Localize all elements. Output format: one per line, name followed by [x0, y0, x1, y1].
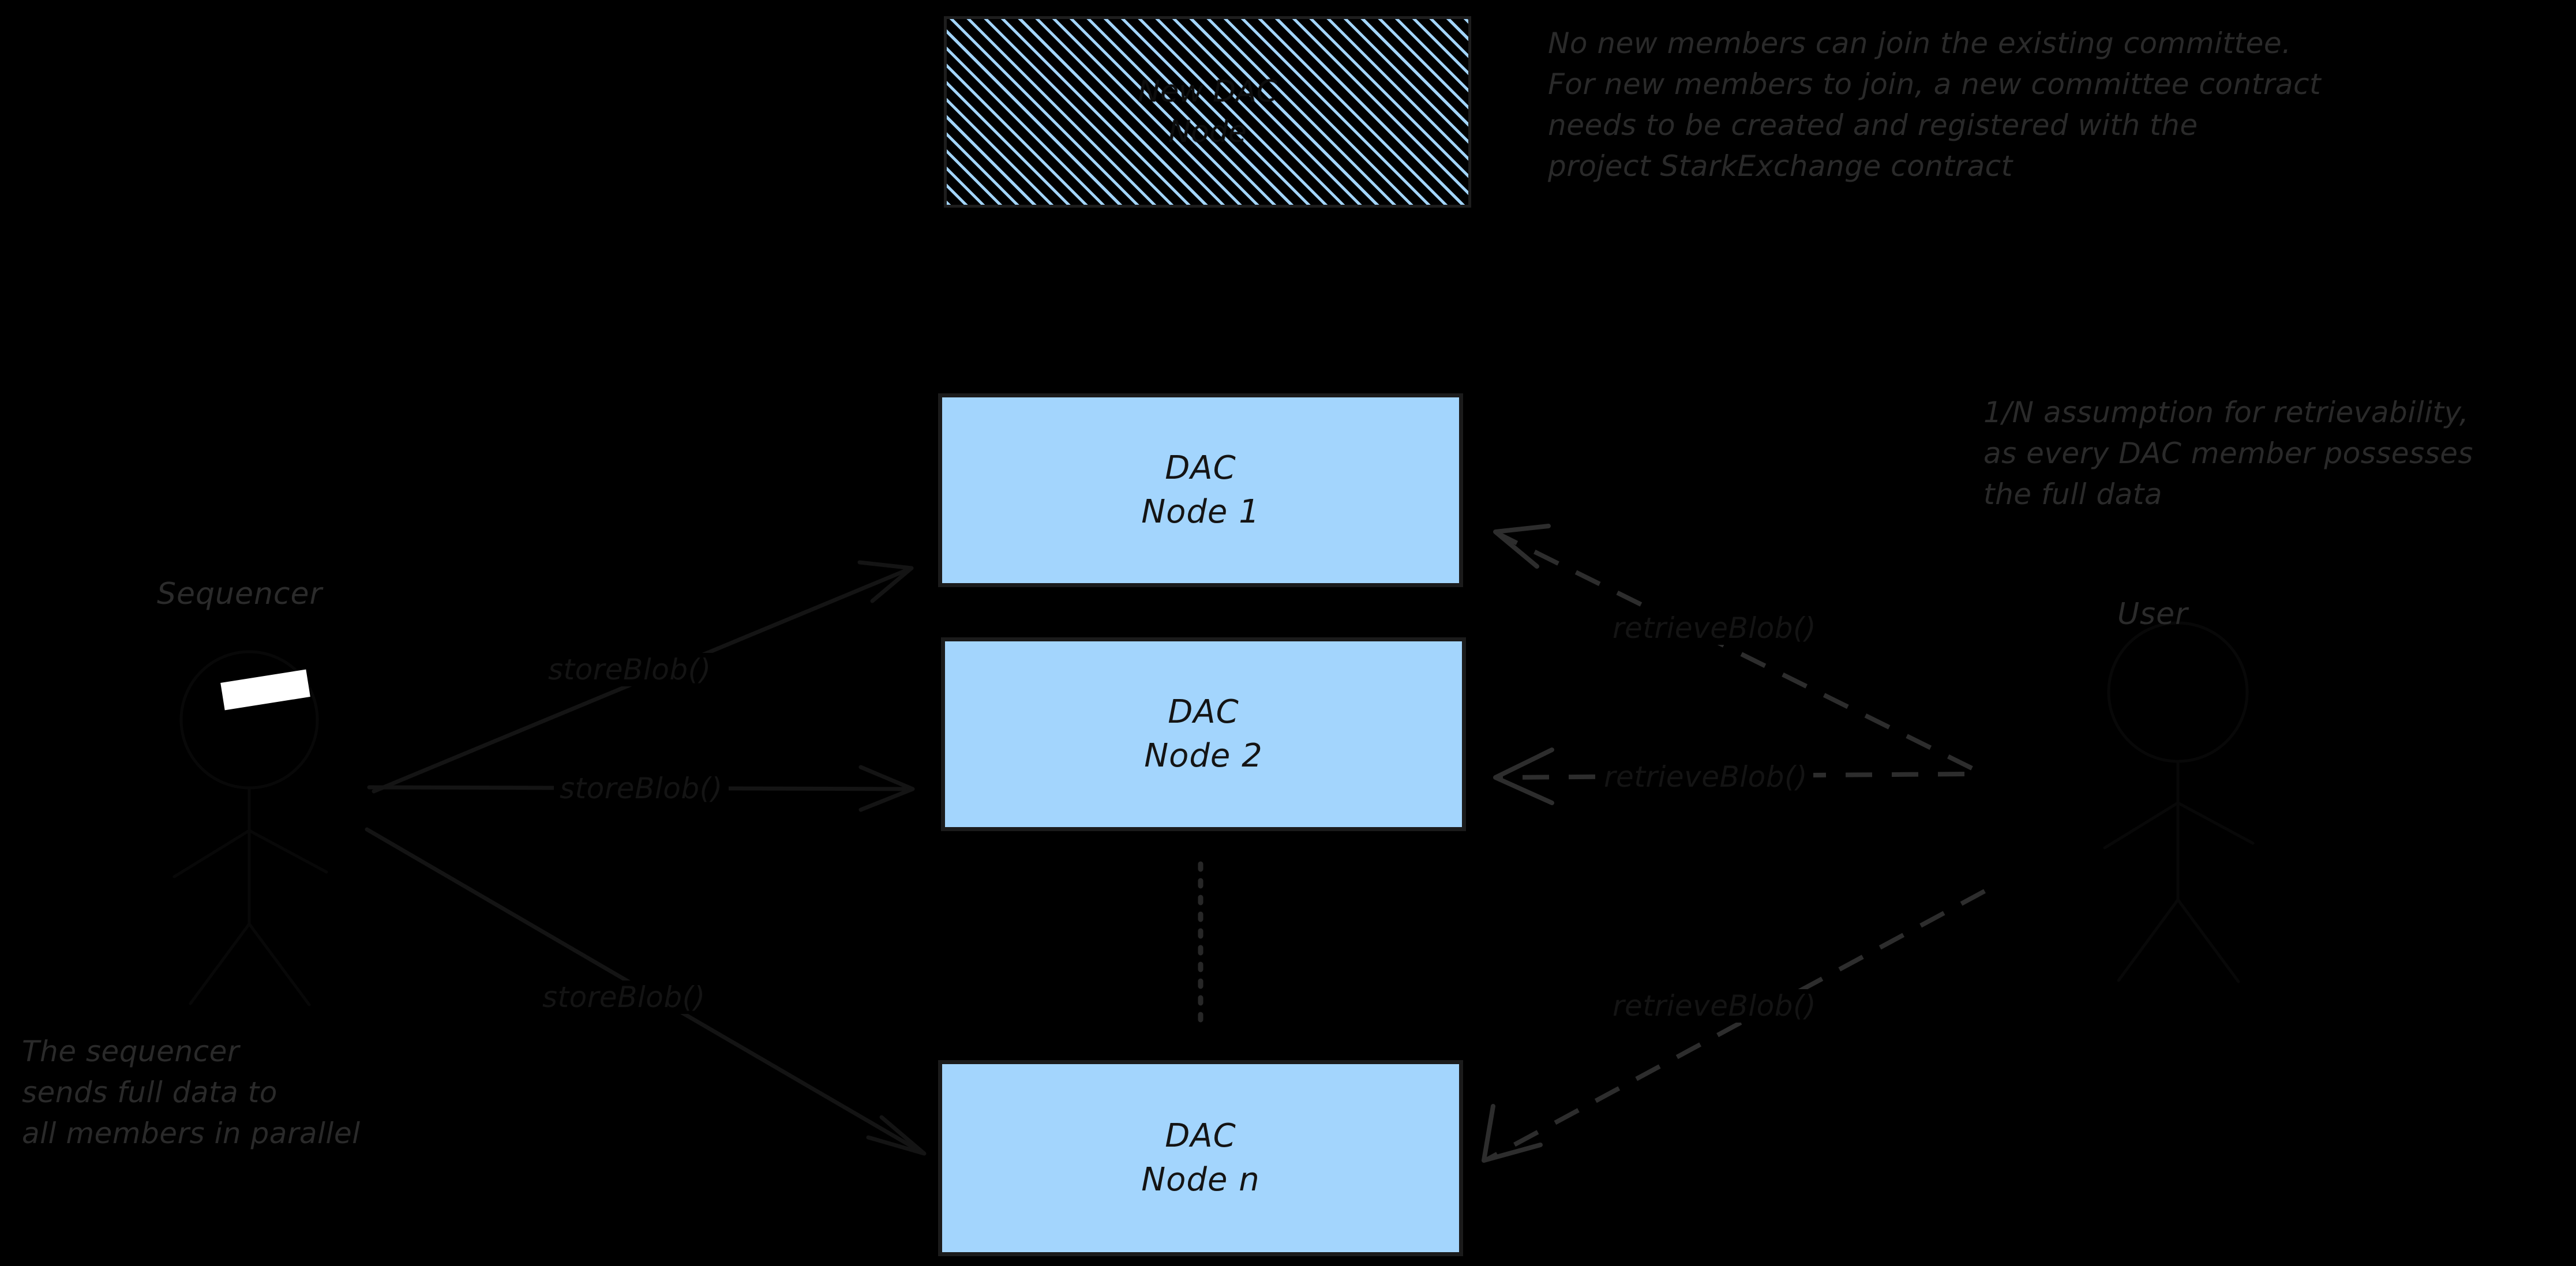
note-retrievability: 1/N assumption for retrievability, as ev…	[1983, 396, 2473, 511]
dac-node-2-label-line2: Node 2	[1144, 737, 1263, 775]
user-label: User	[2117, 597, 2188, 632]
edge-retrieveblob-node1	[1493, 524, 1973, 771]
dac-node-1-label-line2: Node 1	[1141, 493, 1260, 531]
new-dac-node-label-line2: Node	[1168, 115, 1247, 149]
edge-retrieveblob-noden	[1482, 889, 1986, 1163]
note-sequencer-parallel: The sequencer sends full data to all mem…	[22, 1035, 361, 1150]
dac-node-n-label-line1: DAC	[1165, 1117, 1236, 1155]
edge-label-retrieveblob-node1: retrieveBlob()	[1607, 611, 1823, 645]
edge-label-storeblob-noden: storeBlob()	[537, 981, 711, 1014]
new-dac-node-label-line1: New DAC	[1138, 74, 1277, 109]
edge-label-retrieveblob-node2: retrieveBlob()	[1598, 760, 1814, 794]
edge-label-storeblob-node1: storeBlob()	[542, 653, 717, 686]
edge-label-retrieveblob-noden: retrieveBlob()	[1607, 989, 1823, 1023]
dac-node-n-label-line2: Node n	[1141, 1161, 1260, 1199]
new-dac-node-box[interactable]: New DAC Node	[944, 16, 1471, 208]
dac-node-1-box[interactable]: DAC Node 1	[938, 393, 1463, 587]
dac-node-2-label-line1: DAC	[1168, 693, 1239, 731]
dac-node-2-box[interactable]: DAC Node 2	[941, 637, 1466, 831]
user-stick-figure[interactable]	[2103, 621, 2255, 983]
dac-node-n-box[interactable]: DAC Node n	[938, 1060, 1463, 1256]
note-committee: No new members can join the existing com…	[1548, 27, 2322, 183]
sequencer-label: Sequencer	[157, 577, 323, 611]
sequencer-stick-figure[interactable]	[173, 650, 328, 1006]
edge-label-storeblob-node2: storeBlob()	[554, 772, 729, 805]
dac-node-1-label-line1: DAC	[1165, 449, 1236, 487]
